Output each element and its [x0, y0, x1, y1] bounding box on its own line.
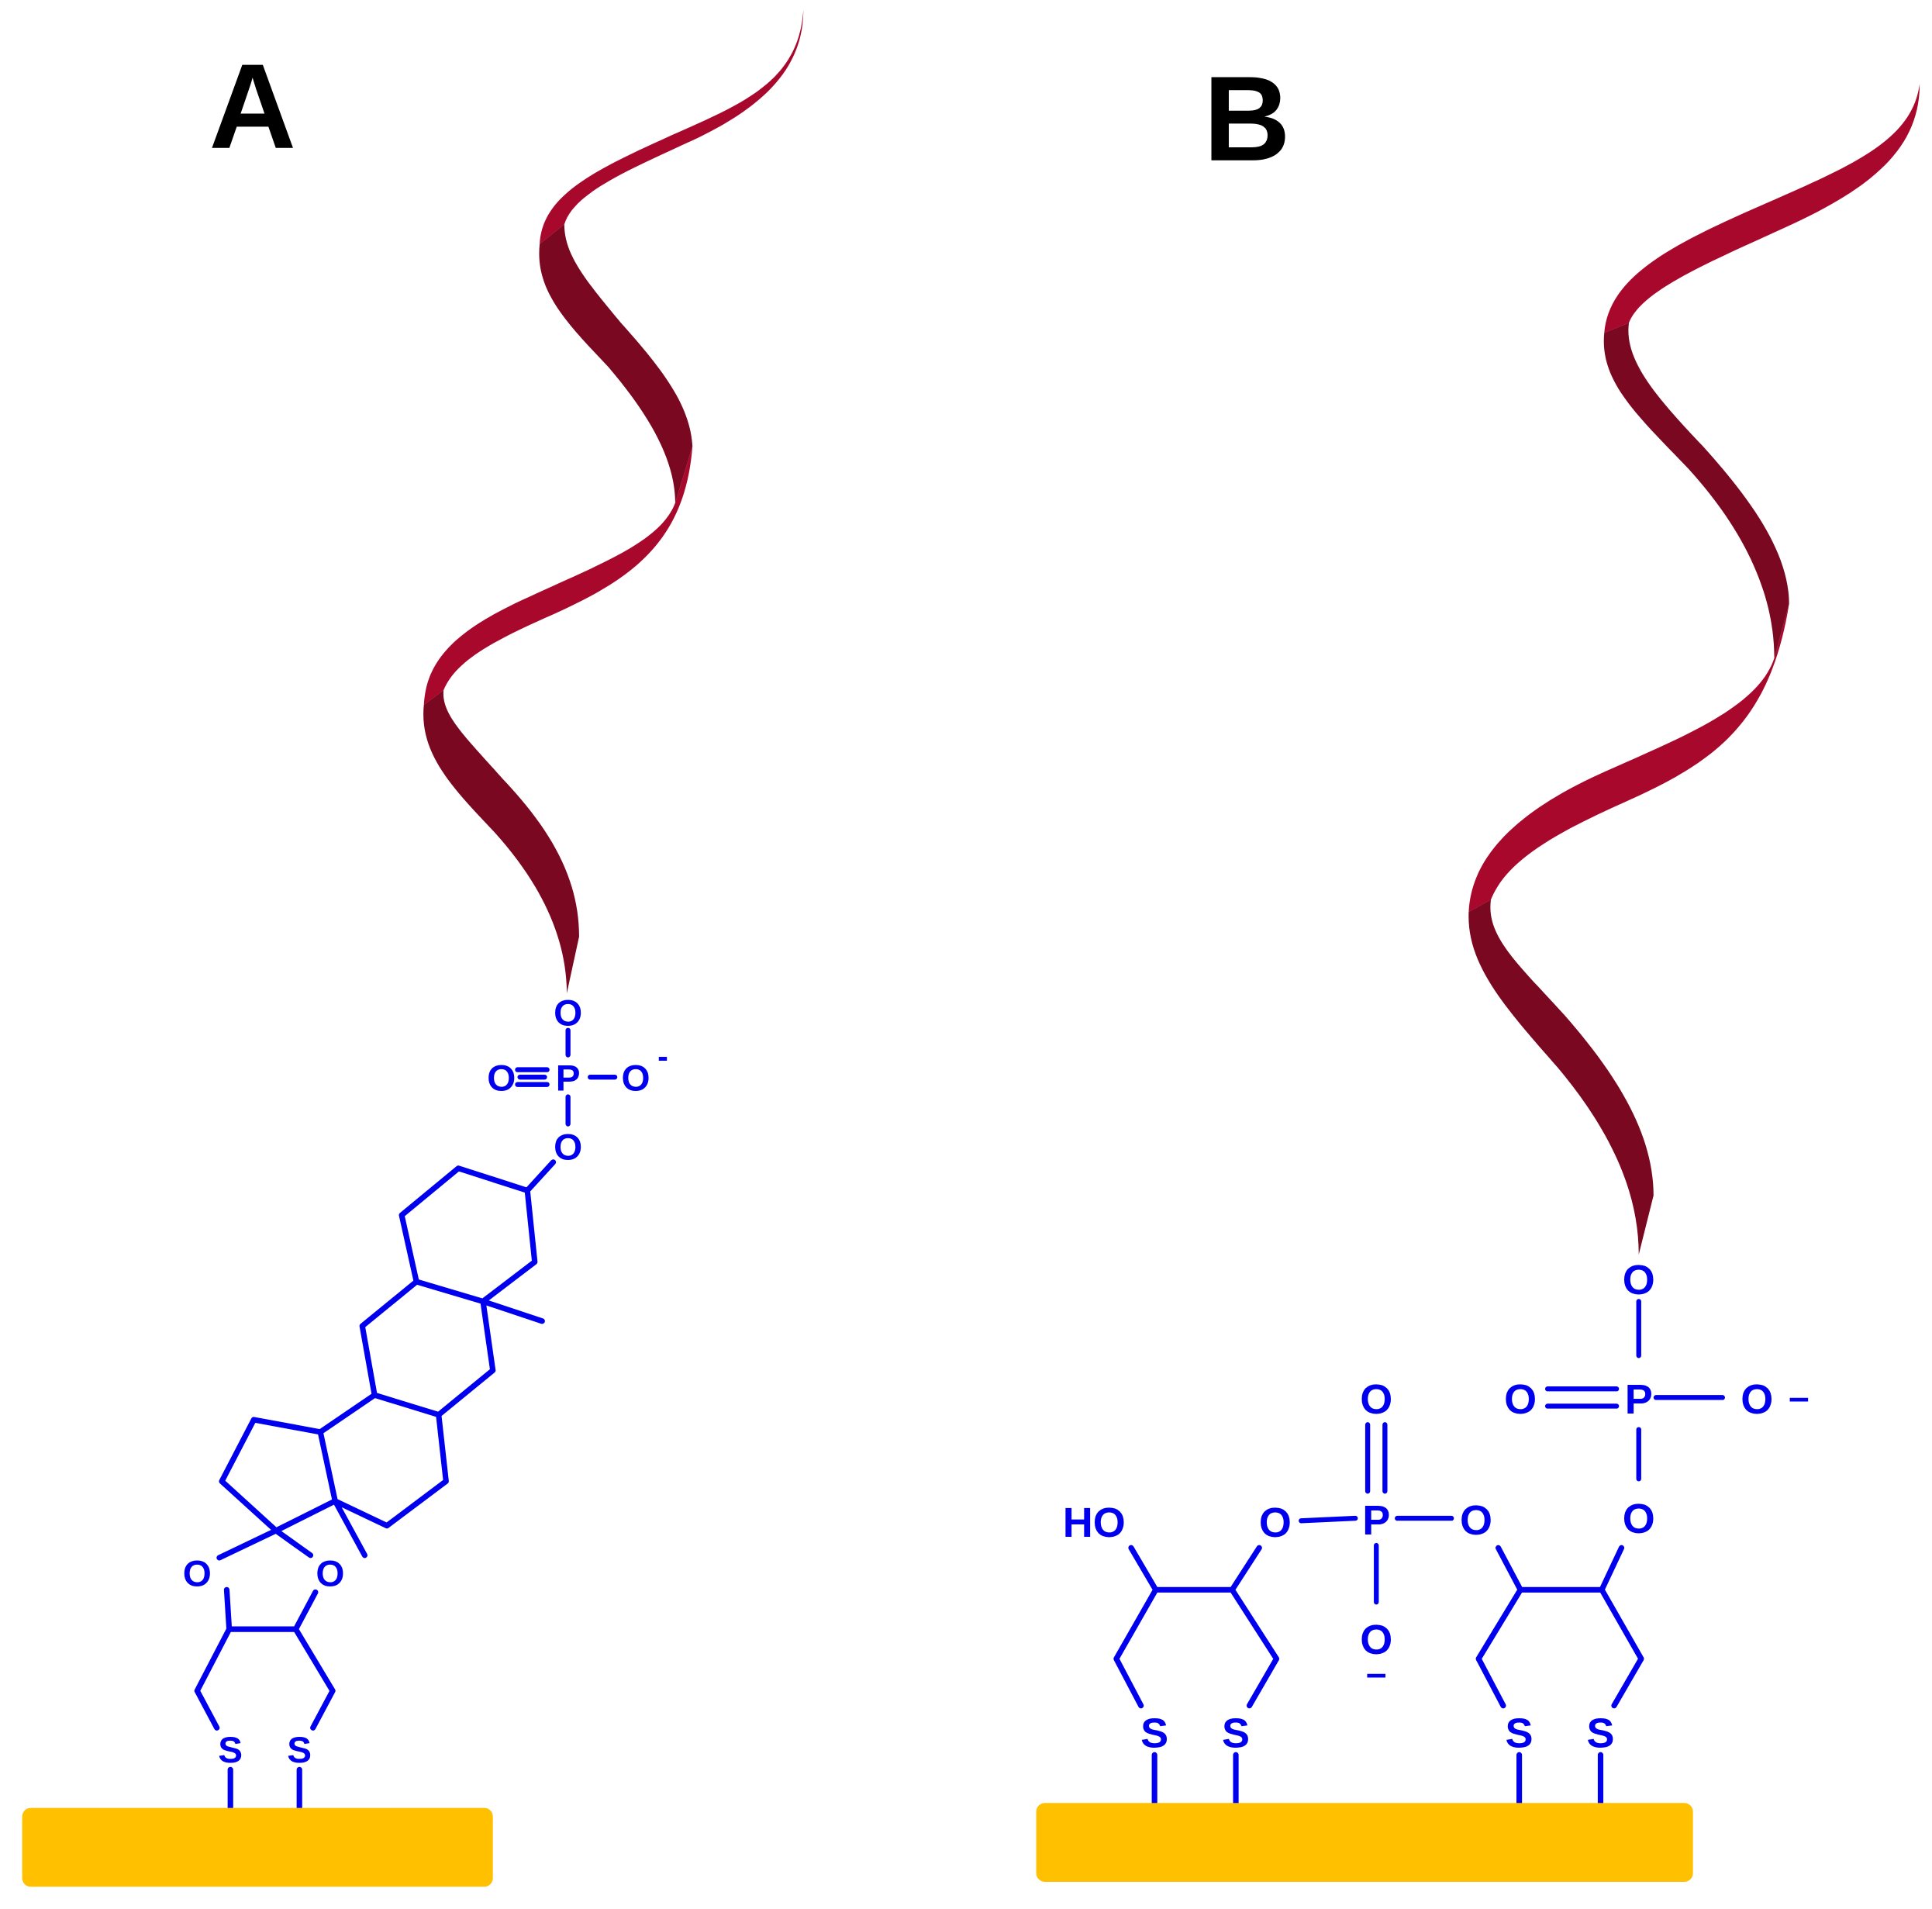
panel-a: A O P O O - O O O S S [22, 9, 804, 1887]
steroid-bonds-a [194, 1159, 557, 1814]
strand-b-segment-1 [1604, 84, 1920, 333]
atom-o-right-a: O [622, 1058, 650, 1099]
phosphate-group-a: O P O O - O [487, 992, 668, 1168]
atom-o-top-b: O [1623, 1257, 1655, 1303]
phosphate-group-b-bridge: O P O O O – [1259, 1376, 1492, 1694]
strand-a-segment-1 [540, 9, 804, 244]
bond-b-bridge-double [1364, 1422, 1388, 1494]
atom-o-ketal-left-a: O [183, 1554, 212, 1595]
atom-o-left-b-terminal: O [1504, 1376, 1537, 1423]
dna-strand-b-icon [1468, 84, 1920, 1255]
atom-s-4-b: S [1586, 1711, 1614, 1757]
atom-o-right-b-bridge: O [1460, 1497, 1492, 1544]
panel-b: B O P O O – O O P O O O – [1036, 52, 1920, 1882]
strand-a-segment-2 [539, 224, 693, 503]
atom-o-top-a: O [554, 992, 582, 1034]
atom-o-left-b-bridge: O [1259, 1500, 1292, 1546]
gold-surface-b [1036, 1803, 1693, 1882]
atom-s-2-b: S [1222, 1711, 1250, 1757]
bond-b-terminal [1636, 1299, 1725, 1482]
strand-b-segment-3 [1468, 603, 1789, 913]
panel-label-a: A [209, 40, 296, 174]
bond-b-terminal-double [1544, 1386, 1620, 1409]
atom-s-left-a: S [218, 1730, 243, 1771]
atom-o-bottom-b-terminal: O [1623, 1496, 1655, 1542]
atom-o-left-a: O [487, 1058, 516, 1099]
atom-s-3-b: S [1506, 1711, 1534, 1757]
atom-p-a: P [556, 1058, 581, 1099]
atom-s-1-b: S [1140, 1711, 1168, 1757]
dithiane-rings-b: HO S S S S [1063, 1500, 1644, 1810]
atom-ho-b: HO [1063, 1500, 1126, 1546]
strand-b-segment-4 [1468, 899, 1654, 1255]
bond-b-bridge [1299, 1515, 1454, 1605]
panel-label-b: B [1203, 52, 1290, 187]
charge-minus-a: - [657, 1038, 668, 1074]
charge-minus-b-bridge: – [1366, 1653, 1387, 1694]
atom-o-bottom-b-bridge: O [1360, 1617, 1392, 1663]
phosphate-group-b-terminal: O P O O – O [1504, 1257, 1809, 1542]
ring-bonds-b [1113, 1545, 1644, 1810]
strand-a-segment-3 [423, 446, 693, 706]
strand-b-segment-2 [1603, 323, 1789, 658]
atom-s-right-a: S [287, 1730, 312, 1771]
steroid-skeleton-a: O O S S [183, 1159, 557, 1814]
atom-o-bottom-a: O [554, 1127, 582, 1169]
bond-a [517, 1027, 618, 1127]
charge-minus-b-terminal: – [1789, 1377, 1810, 1418]
gold-surface-a [22, 1807, 493, 1887]
atom-p-b-terminal: P [1625, 1376, 1653, 1423]
atom-o-top-b-bridge: O [1360, 1376, 1392, 1423]
dna-strand-a-icon [423, 9, 804, 994]
bond-a-double [515, 1067, 550, 1087]
atom-o-ketal-right-a: O [316, 1554, 344, 1595]
strand-a-segment-4 [423, 690, 579, 994]
atom-p-b-bridge: P [1362, 1497, 1390, 1544]
atom-o-right-b-terminal: O [1741, 1376, 1773, 1423]
